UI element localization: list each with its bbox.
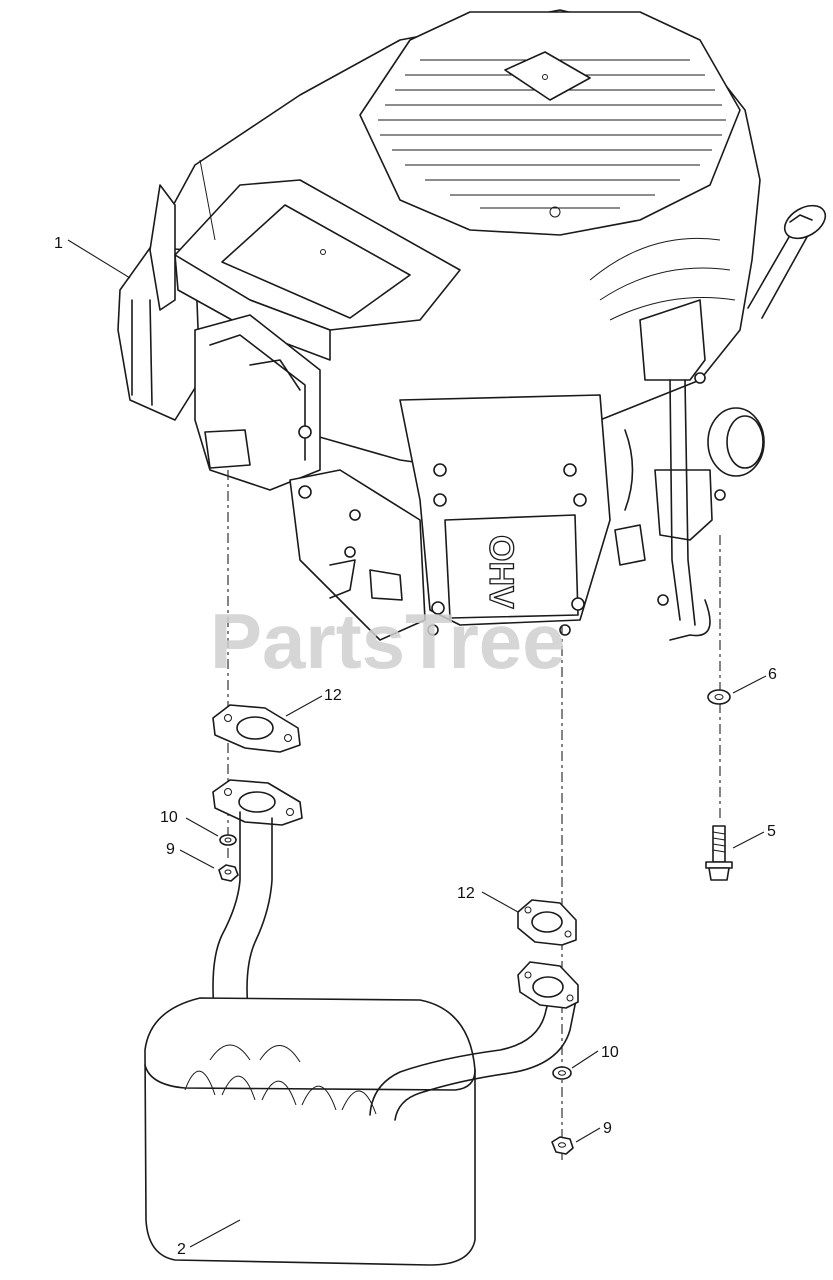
- callout-6: 6: [768, 666, 777, 683]
- washer-right[interactable]: [707, 689, 731, 705]
- gasket-upper[interactable]: [212, 704, 301, 753]
- callout-2: 2: [177, 1241, 186, 1258]
- gasket-center[interactable]: [517, 899, 577, 946]
- nut-left[interactable]: [218, 864, 239, 882]
- washer-center[interactable]: [552, 1066, 572, 1080]
- washer-left[interactable]: [219, 834, 237, 846]
- callout-12-center: 12: [457, 885, 475, 902]
- callout-12-upper: 12: [324, 687, 342, 704]
- ohv-marking: OHV: [482, 535, 520, 609]
- callout-1: 1: [54, 235, 63, 252]
- bolt-right[interactable]: [705, 825, 733, 881]
- callout-9-left: 9: [166, 841, 175, 858]
- engine-assembly[interactable]: OHV: [117, 9, 831, 641]
- callout-9-center: 9: [603, 1120, 612, 1137]
- callout-10-left: 10: [160, 809, 178, 826]
- callout-5: 5: [767, 823, 776, 840]
- nut-center[interactable]: [551, 1136, 574, 1155]
- leader-lines: [67, 239, 767, 1248]
- callout-10-center: 10: [601, 1044, 619, 1061]
- watermark: PartsTree: [210, 597, 566, 685]
- muffler-assembly[interactable]: [144, 779, 579, 1266]
